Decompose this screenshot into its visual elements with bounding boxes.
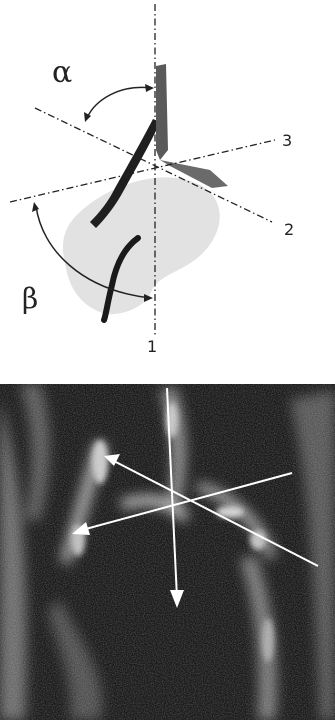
line-1-label: 1 xyxy=(147,337,157,356)
femoral-head xyxy=(63,177,220,314)
alpha-label: α xyxy=(52,55,72,90)
hip-schematic: α β 3 2 1 xyxy=(10,4,294,356)
line-3-label: 3 xyxy=(282,131,292,150)
speckle-texture xyxy=(0,384,335,720)
beta-label: β xyxy=(22,282,38,315)
alpha-arc xyxy=(87,87,151,118)
beta-arrowhead-top xyxy=(32,202,39,212)
ilium-bar xyxy=(156,64,168,160)
alpha-arrowhead-top xyxy=(145,84,154,92)
line-2-label: 2 xyxy=(284,220,294,239)
ultrasound-scan xyxy=(0,384,335,720)
